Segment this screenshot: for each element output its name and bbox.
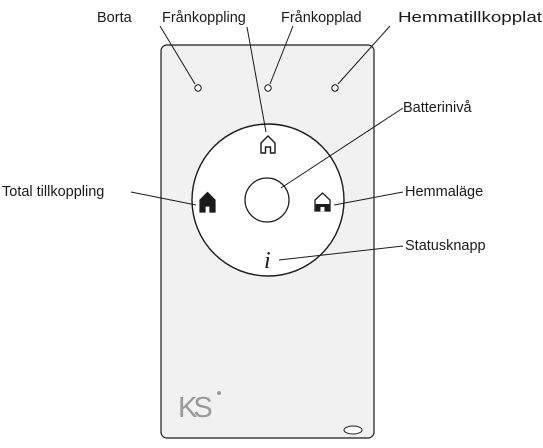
- house-outline-icon[interactable]: [260, 135, 276, 154]
- label-frankopplad: Frånkopplad: [281, 10, 362, 26]
- leader-frankopplad: [269, 25, 294, 85]
- label-frankoppling: Frånkoppling: [162, 10, 246, 26]
- info-icon[interactable]: i: [264, 248, 271, 274]
- label-statusknapp: Statusknapp: [405, 238, 486, 254]
- leader-statusknapp: [278, 245, 404, 261]
- led-borta-indicator: [194, 84, 202, 92]
- label-batteriniva: Batterinivå: [403, 100, 472, 116]
- leader-hemmatillkopplat: [337, 25, 391, 85]
- leader-hemmalage: [333, 191, 404, 206]
- house-half-filled-icon[interactable]: [314, 192, 331, 212]
- label-borta: Borta: [97, 10, 133, 26]
- battery-level-button[interactable]: [244, 177, 290, 223]
- house-filled-icon[interactable]: [199, 191, 216, 213]
- leader-batteriniva: [280, 107, 404, 189]
- led-hemmatillkopplat-indicator: [331, 84, 339, 92]
- leader-borta: [159, 25, 196, 85]
- bottom-oval: [343, 425, 363, 435]
- label-total-tillkoppling: Total tillkoppling: [2, 184, 104, 200]
- label-hemmatillkopplat: Hemmatillkopplat: [398, 10, 542, 26]
- svg-text:KS: KS: [178, 392, 212, 424]
- leader-total-tillkoppling: [130, 191, 197, 206]
- led-frankopplad-indicator: [264, 84, 272, 92]
- leader-frankoppling: [246, 26, 267, 133]
- label-hemmalage: Hemmaläge: [405, 184, 483, 200]
